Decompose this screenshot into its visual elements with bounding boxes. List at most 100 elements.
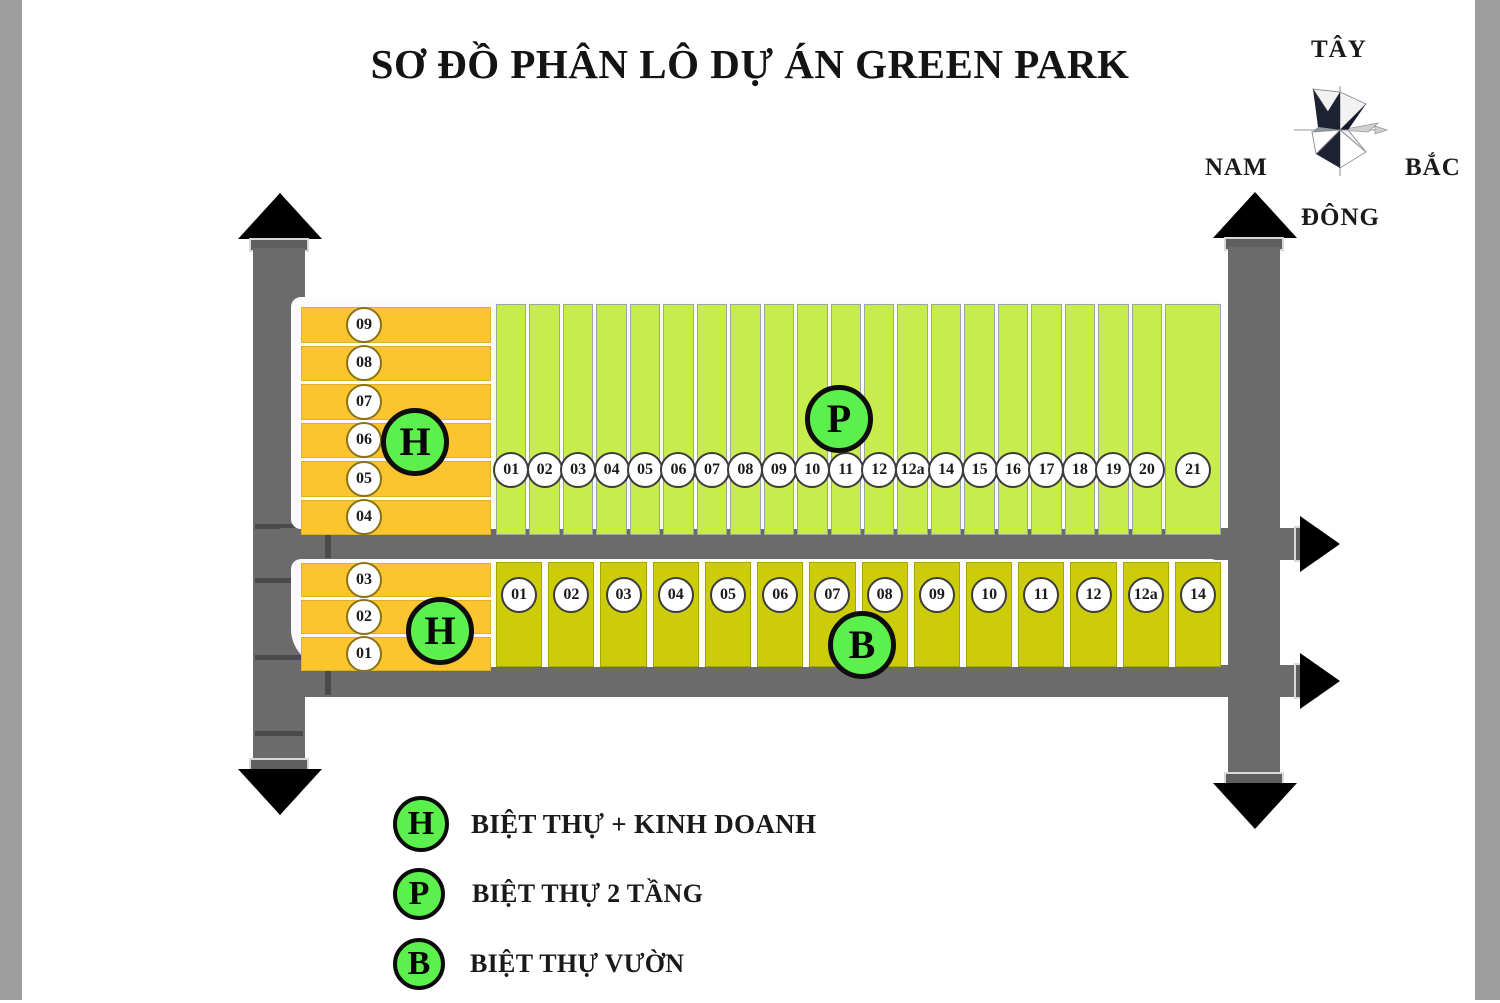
map-badge-h-lower: H [406, 597, 474, 665]
plot-number: 20 [1128, 452, 1165, 488]
plot-number: 01 [493, 452, 530, 488]
map-badge-h-upper: H [381, 408, 449, 476]
plot-olive-04[interactable]: 04 [652, 562, 699, 667]
road-arrow-east-lower [1300, 653, 1340, 709]
map-badge-b: B [828, 611, 896, 679]
plot-green-12a[interactable]: 12a [894, 304, 931, 535]
plot-number: 04 [593, 452, 630, 488]
plot-olive-12a[interactable]: 12a [1122, 562, 1169, 667]
map-badge-p: P [805, 385, 873, 453]
plot-green-18[interactable]: 18 [1061, 304, 1098, 535]
plot-olive-14[interactable]: 14 [1174, 562, 1222, 667]
road-dash-left-2 [255, 578, 303, 583]
plot-green-21[interactable]: 21 [1165, 304, 1222, 535]
road-arrow-east-upper [1300, 516, 1340, 572]
plot-orange-03[interactable]: 03 [301, 562, 491, 598]
plot-number: 09 [760, 452, 797, 488]
plot-olive-11[interactable]: 11 [1018, 562, 1065, 667]
page-right-edge-bar [1475, 0, 1500, 1000]
plot-number: 15 [961, 452, 998, 488]
legend-label-p: BIỆT THỰ 2 TẦNG [472, 879, 704, 908]
road-dash-left-3 [255, 655, 303, 660]
compass-label-bac: BẮC [1405, 154, 1461, 181]
plot-number: 14 [1179, 577, 1216, 613]
plot-green-15[interactable]: 15 [961, 304, 998, 535]
road-dash-left-1 [255, 524, 303, 529]
plot-olive-10[interactable]: 10 [965, 562, 1013, 667]
compass-label-nam: NAM [1205, 154, 1268, 181]
page-left-edge-bar [0, 0, 22, 1000]
legend-row-h: H BIỆT THỰ + KINH DOANH [393, 793, 816, 855]
plot-green-03[interactable]: 03 [560, 304, 597, 535]
plot-number: 01 [346, 636, 382, 672]
plot-number: 05 [709, 577, 746, 613]
plot-number: 04 [346, 499, 382, 536]
plot-green-17[interactable]: 17 [1028, 304, 1065, 535]
plot-number: 03 [560, 452, 597, 488]
legend-row-b: B BIỆT THỰ VƯỜN [393, 933, 816, 995]
road-arrow-south-east [1213, 783, 1297, 829]
legend-label-b: BIỆT THỰ VƯỜN [470, 949, 685, 978]
road-divider-middle [325, 530, 331, 558]
plot-number: 05 [346, 460, 382, 497]
plot-orange-09[interactable]: 09 [301, 306, 491, 343]
compass-rose-icon [1294, 86, 1389, 176]
plot-green-06[interactable]: 06 [660, 304, 697, 535]
plot-olive-03[interactable]: 03 [600, 562, 647, 667]
legend-badge-p: P [393, 868, 445, 920]
road-arrow-south-west [238, 769, 322, 815]
plot-orange-08[interactable]: 08 [301, 345, 491, 382]
plot-number: 06 [346, 422, 382, 459]
plot-number: 09 [918, 577, 955, 613]
plot-number: 08 [866, 577, 903, 613]
plot-number: 02 [526, 452, 563, 488]
legend-row-p: P BIỆT THỰ 2 TẦNG [393, 863, 816, 925]
compass-rose: TÂY NAM BẮC ĐÔNG [1205, 32, 1475, 247]
plot-green-20[interactable]: 20 [1128, 304, 1165, 535]
legend-badge-b: B [393, 938, 445, 990]
plot-number: 12a [1127, 577, 1164, 613]
plot-number: 12a [894, 452, 931, 488]
plot-number: 08 [727, 452, 764, 488]
road-arrow-north-east [1213, 192, 1297, 238]
plot-number: 12 [861, 452, 898, 488]
plot-orange-04[interactable]: 04 [301, 499, 491, 536]
plot-green-02[interactable]: 02 [526, 304, 563, 535]
plot-number: 10 [794, 452, 831, 488]
plot-number: 18 [1061, 452, 1098, 488]
plot-olive-12[interactable]: 12 [1070, 562, 1117, 667]
plot-green-09[interactable]: 09 [760, 304, 797, 535]
plot-green-07[interactable]: 07 [693, 304, 730, 535]
plot-number: 12 [1075, 577, 1112, 613]
plot-number: 06 [762, 577, 799, 613]
plot-number: 17 [1028, 452, 1065, 488]
plot-number: 07 [693, 452, 730, 488]
plot-olive-02[interactable]: 02 [548, 562, 595, 667]
page-title: SƠ ĐỒ PHÂN LÔ DỰ ÁN GREEN PARK [370, 41, 1130, 87]
legend-badge-h: H [393, 796, 449, 852]
plot-green-08[interactable]: 08 [727, 304, 764, 535]
plot-number: 01 [501, 577, 538, 613]
plot-green-05[interactable]: 05 [627, 304, 664, 535]
plot-number: 03 [346, 562, 382, 598]
plot-green-14[interactable]: 14 [928, 304, 965, 535]
plot-green-01[interactable]: 01 [493, 304, 530, 535]
plot-number: 10 [971, 577, 1008, 613]
road-arrow-north-west [238, 193, 322, 239]
compass-label-dong: ĐÔNG [1301, 204, 1380, 231]
plot-green-19[interactable]: 19 [1095, 304, 1132, 535]
plot-olive-06[interactable]: 06 [757, 562, 804, 667]
plot-number: 06 [660, 452, 697, 488]
plot-olive-09[interactable]: 09 [913, 562, 960, 667]
road-divider-bottom [325, 667, 331, 695]
plot-green-04[interactable]: 04 [593, 304, 630, 535]
plot-number: 02 [553, 577, 590, 613]
plot-number: 14 [928, 452, 965, 488]
legend: H BIỆT THỰ + KINH DOANH P BIỆT THỰ 2 TẦN… [393, 793, 816, 1003]
plot-olive-01[interactable]: 01 [496, 562, 543, 667]
plot-green-16[interactable]: 16 [995, 304, 1032, 535]
plot-olive-05[interactable]: 05 [704, 562, 752, 667]
compass-label-tay: TÂY [1311, 36, 1367, 63]
